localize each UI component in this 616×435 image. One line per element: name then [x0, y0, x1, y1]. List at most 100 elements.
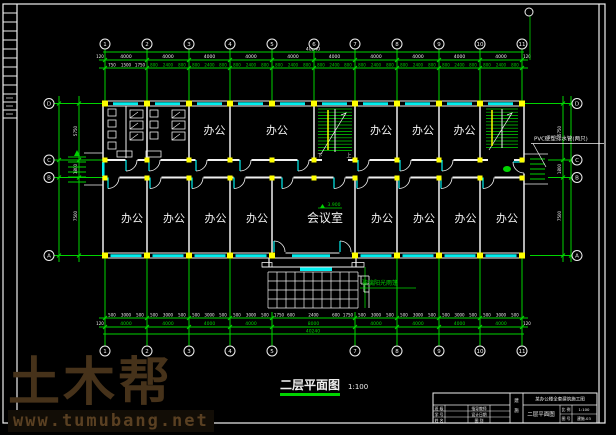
title-text: 二层平面图 [280, 378, 341, 396]
svg-text:办公: 办公 [205, 212, 227, 225]
svg-text:5750: 5750 [557, 125, 562, 136]
svg-text:C: C [575, 158, 579, 164]
svg-text:800: 800 [469, 63, 477, 68]
svg-text:8000: 8000 [308, 321, 320, 327]
svg-text:A: A [575, 254, 579, 260]
svg-text:4000: 4000 [245, 321, 257, 327]
svg-text:800: 800 [275, 63, 283, 68]
svg-text:9: 9 [437, 349, 441, 355]
svg-text:4000: 4000 [245, 54, 257, 60]
drawing-title: 二层平面图 1:100 [280, 374, 369, 396]
svg-text:500: 500 [511, 313, 519, 318]
svg-text:500: 500 [442, 313, 450, 318]
svg-text:500: 500 [178, 313, 186, 318]
svg-text:500: 500 [428, 313, 436, 318]
svg-text:4000: 4000 [204, 54, 216, 60]
svg-text:500: 500 [400, 313, 408, 318]
notes: PVC硬塑排水管(两只)玻璃阳光雨篷 [360, 135, 604, 289]
svg-text:10: 10 [477, 42, 484, 48]
svg-text:2: 2 [145, 42, 149, 48]
svg-text:4000: 4000 [120, 54, 132, 60]
svg-text:40240: 40240 [306, 47, 320, 53]
svg-text:4: 4 [228, 349, 232, 355]
svg-text:2400: 2400 [288, 63, 299, 68]
svg-text:姓 名: 姓 名 [435, 418, 444, 423]
svg-text:120: 120 [523, 54, 531, 59]
svg-text:3.900: 3.900 [328, 202, 341, 208]
svg-text:2400: 2400 [204, 63, 215, 68]
svg-text:800: 800 [150, 63, 158, 68]
svg-text:3000: 3000 [454, 313, 465, 318]
svg-text:800: 800 [233, 63, 241, 68]
svg-text:4000: 4000 [162, 54, 174, 60]
svg-text:8: 8 [395, 349, 399, 355]
watermark-brand: 土木帮 [8, 353, 174, 413]
svg-text:1750: 1750 [135, 63, 146, 68]
svg-text:办公: 办公 [412, 124, 434, 137]
svg-text:500: 500 [233, 313, 241, 318]
svg-text:2400: 2400 [308, 313, 319, 318]
svg-text:5: 5 [270, 42, 274, 48]
svg-text:图 别: 图 别 [475, 418, 484, 423]
svg-text:500: 500 [386, 313, 394, 318]
svg-text:500: 500 [150, 313, 158, 318]
svg-text:3000: 3000 [204, 313, 215, 318]
svg-text:比 例: 比 例 [562, 407, 571, 412]
svg-text:PVC硬塑排水管(两只): PVC硬塑排水管(两只) [534, 135, 588, 143]
svg-text:2400: 2400 [413, 63, 424, 68]
svg-text:施: 施 [514, 407, 519, 414]
svg-text:500: 500 [136, 313, 144, 318]
svg-text:3000: 3000 [496, 313, 507, 318]
svg-text:800: 800 [483, 63, 491, 68]
svg-text:7500: 7500 [557, 210, 562, 221]
svg-text:2400: 2400 [454, 63, 465, 68]
svg-text:办公: 办公 [371, 212, 393, 225]
svg-text:4000: 4000 [120, 321, 132, 327]
svg-text:二层平面图: 二层平面图 [527, 410, 555, 418]
svg-text:600: 600 [332, 313, 340, 318]
svg-text:办公: 办公 [496, 212, 518, 225]
columns [102, 100, 525, 259]
svg-text:5750: 5750 [73, 125, 78, 136]
svg-text:办公: 办公 [454, 124, 476, 137]
svg-text:指导教师: 指导教师 [471, 406, 486, 411]
sheet-frame [2, 3, 606, 424]
svg-text:2: 2 [145, 349, 149, 355]
svg-text:500: 500 [108, 313, 116, 318]
svg-text:办公: 办公 [455, 212, 477, 225]
svg-text:4000: 4000 [329, 54, 341, 60]
svg-text:4000: 4000 [287, 54, 299, 60]
svg-text:500: 500 [192, 313, 200, 318]
svg-text:800: 800 [511, 63, 519, 68]
svg-text:B: B [47, 176, 51, 182]
svg-text:7500: 7500 [73, 210, 78, 221]
svg-text:学 号: 学 号 [435, 412, 444, 417]
svg-text:800: 800 [442, 63, 450, 68]
svg-text:1:100: 1:100 [579, 407, 591, 412]
svg-text:4000: 4000 [370, 321, 382, 327]
title-block: 某办公楼全套建筑施工图二层平面图建施班 级指导教师学 号设计日期姓 名图 别比 … [432, 392, 598, 424]
svg-text:600: 600 [287, 313, 295, 318]
svg-text:120: 120 [523, 321, 531, 326]
doors [102, 158, 526, 255]
title-scale: 1:100 [348, 383, 369, 391]
svg-text:3: 3 [187, 42, 191, 48]
svg-text:2400: 2400 [496, 63, 507, 68]
svg-text:办公: 办公 [370, 124, 392, 137]
svg-text:4000: 4000 [495, 321, 507, 327]
svg-text:500: 500 [483, 313, 491, 318]
svg-text:11: 11 [519, 42, 526, 48]
svg-text:2400: 2400 [329, 63, 340, 68]
svg-text:6: 6 [312, 42, 316, 48]
svg-text:C: C [47, 158, 51, 164]
svg-text:4000: 4000 [162, 321, 174, 327]
svg-text:3000: 3000 [413, 313, 424, 318]
svg-text:800: 800 [344, 63, 352, 68]
toilet-fixtures [107, 106, 186, 158]
svg-text:4000: 4000 [204, 321, 216, 327]
svg-text:办公: 办公 [163, 212, 185, 225]
svg-text:下: 下 [317, 153, 322, 159]
